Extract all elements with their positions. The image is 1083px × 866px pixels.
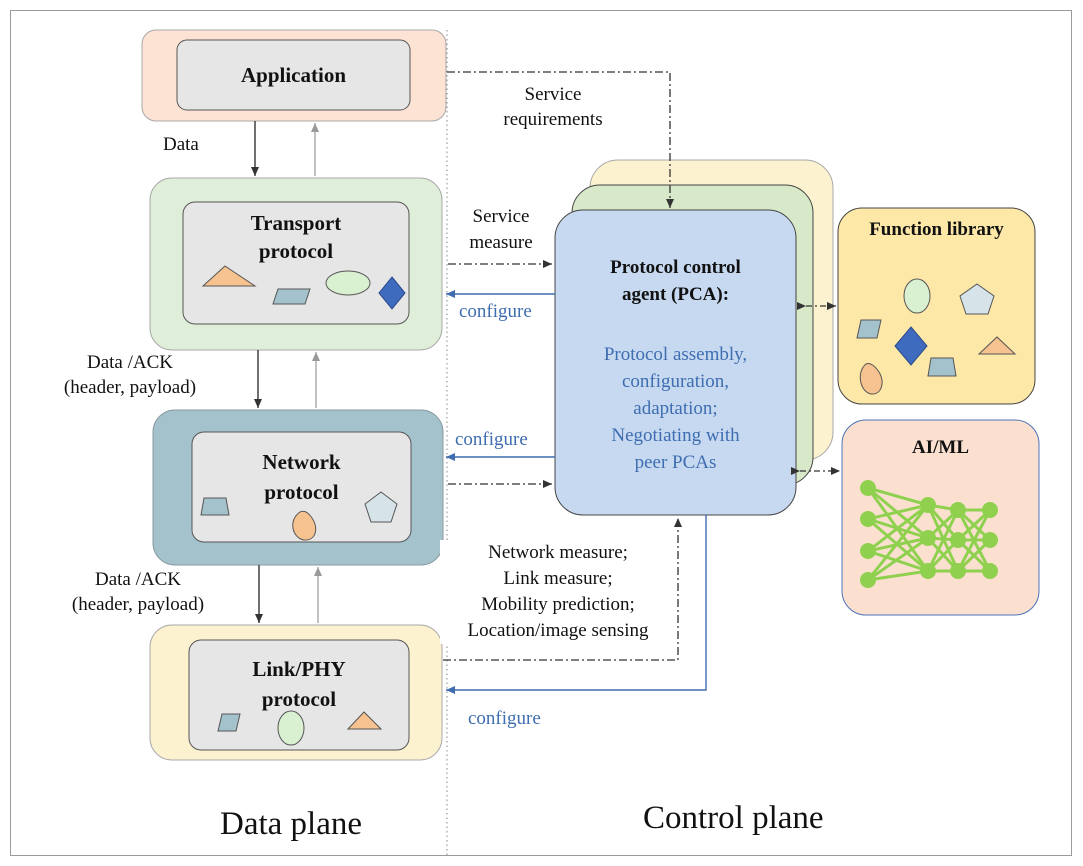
link-label: Link/PHY protocol — [252, 657, 346, 711]
nn-edge — [956, 509, 992, 572]
aiml-title: AI/ML — [912, 437, 969, 458]
configure-link-arrow — [446, 515, 707, 694]
nn-node — [860, 543, 876, 559]
configure-network-label: configure — [455, 429, 528, 450]
nn-edge — [867, 549, 929, 573]
function-library-box — [837, 207, 1036, 405]
nn-node — [982, 502, 998, 518]
nn-edge — [866, 504, 930, 581]
nn-edge — [867, 503, 929, 521]
network-inner-box — [191, 431, 412, 543]
nn-node — [920, 530, 936, 546]
application-inner-box — [176, 39, 411, 111]
nn-edge — [867, 536, 929, 582]
control-plane-label: Control plane — [643, 800, 824, 836]
triangle-shape — [201, 265, 257, 287]
data-ack-label-1: Data /ACK (header, payload) — [63, 352, 197, 398]
configure-link-label: configure — [468, 708, 541, 729]
nn-edge — [926, 509, 960, 572]
fl-parallelogram-shape — [856, 319, 882, 339]
ellipse-shape — [325, 270, 371, 296]
nn-edge — [867, 486, 929, 507]
nn-node — [950, 532, 966, 548]
data-plane-label: Data plane — [220, 806, 363, 842]
function-library-title: Function library — [869, 219, 1004, 240]
service-measure-label: Service measure — [469, 206, 533, 253]
fl-ellipse-shape — [903, 278, 931, 314]
fl-drop-shape — [859, 363, 883, 395]
link-measure-arrow — [443, 518, 682, 661]
triangle-shape-link — [346, 711, 383, 730]
fl-trapezoid-shape — [927, 357, 957, 377]
drop-shape — [292, 510, 317, 541]
nn-node — [920, 497, 936, 513]
transport-label: Transport protocol — [250, 211, 342, 263]
configure-transport-label: configure — [459, 301, 532, 322]
fl-diamond-shape — [894, 326, 928, 366]
pca-box — [554, 209, 797, 516]
pca-description: Protocol assembly, configuration, adapta… — [603, 344, 748, 473]
parallelogram-shape-link — [217, 713, 241, 732]
nn-node — [920, 563, 936, 579]
nn-node — [950, 502, 966, 518]
data-label: Data — [163, 134, 199, 155]
neural-network-graphic — [860, 480, 998, 588]
ellipse-shape-link — [277, 710, 305, 746]
nn-node — [860, 511, 876, 527]
data-ack-label-2: Data /ACK (header, payload) — [71, 569, 205, 615]
nn-edge — [867, 503, 929, 553]
nn-node — [982, 563, 998, 579]
pca-title: Protocol control agent (PCA): — [610, 257, 741, 305]
pentagon-shape — [364, 491, 398, 523]
service-requirements-label: Service requirements — [503, 84, 603, 130]
measures-label: Network measure; Link measure; Mobility … — [440, 540, 676, 644]
diamond-shape — [378, 276, 406, 310]
fl-pentagon-shape — [959, 283, 995, 315]
nn-node — [860, 480, 876, 496]
nn-node — [982, 532, 998, 548]
nn-node — [860, 572, 876, 588]
application-label: Application — [240, 63, 347, 87]
parallelogram-shape — [272, 288, 311, 305]
nn-node — [950, 563, 966, 579]
trapezoid-shape — [200, 497, 230, 516]
fl-triangle-shape — [977, 336, 1017, 355]
nn-edge — [867, 569, 929, 582]
network-label: Network protocol — [262, 450, 341, 504]
